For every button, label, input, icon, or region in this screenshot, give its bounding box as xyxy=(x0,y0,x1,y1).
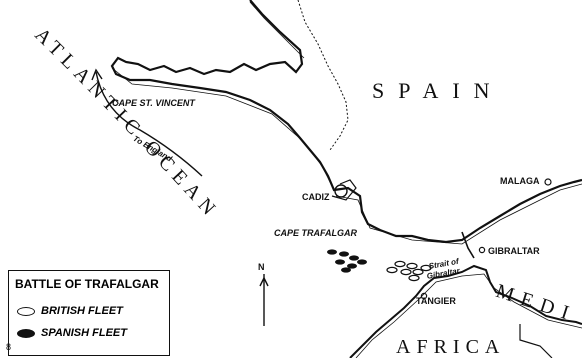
legend: BATTLE OF TRAFALGAR BRITISH FLEET SPANIS… xyxy=(8,270,170,356)
border-portugal xyxy=(297,0,349,151)
malaga-dot-icon xyxy=(544,178,552,186)
coastline-iberia xyxy=(110,0,582,244)
corner-mark: 8 xyxy=(6,342,12,352)
coastline-africa xyxy=(349,264,582,358)
label-north: N xyxy=(258,262,265,272)
label-tangier: TANGIER xyxy=(416,296,456,306)
legend-british: BRITISH FLEET xyxy=(17,305,123,317)
label-atlantic-ocean: ATLANTIC OCEAN xyxy=(30,24,223,224)
label-spain: SPAIN xyxy=(372,78,504,103)
legend-title: BATTLE OF TRAFALGAR xyxy=(15,277,159,291)
label-malaga: MALAGA xyxy=(500,176,540,186)
label-cadiz: CADIZ xyxy=(302,192,330,202)
label-africa: AFRICA xyxy=(396,336,506,358)
gibraltar-dot-icon xyxy=(478,246,486,254)
label-cape-trafalgar: CAPE TRAFALGAR xyxy=(274,228,357,238)
legend-spanish: SPANISH FLEET xyxy=(17,327,127,339)
spanish-ship-icon xyxy=(17,328,35,338)
label-gibraltar: GIBRALTAR xyxy=(488,246,540,256)
route-to-england xyxy=(95,71,203,177)
british-fleet xyxy=(386,260,432,282)
label-cape-st-vincent: CAPE ST. VINCENT xyxy=(112,98,195,108)
spanish-fleet xyxy=(327,249,367,273)
british-ship-icon xyxy=(17,306,35,316)
north-arrow-icon xyxy=(259,274,269,326)
tangier-dot-icon xyxy=(420,292,428,300)
